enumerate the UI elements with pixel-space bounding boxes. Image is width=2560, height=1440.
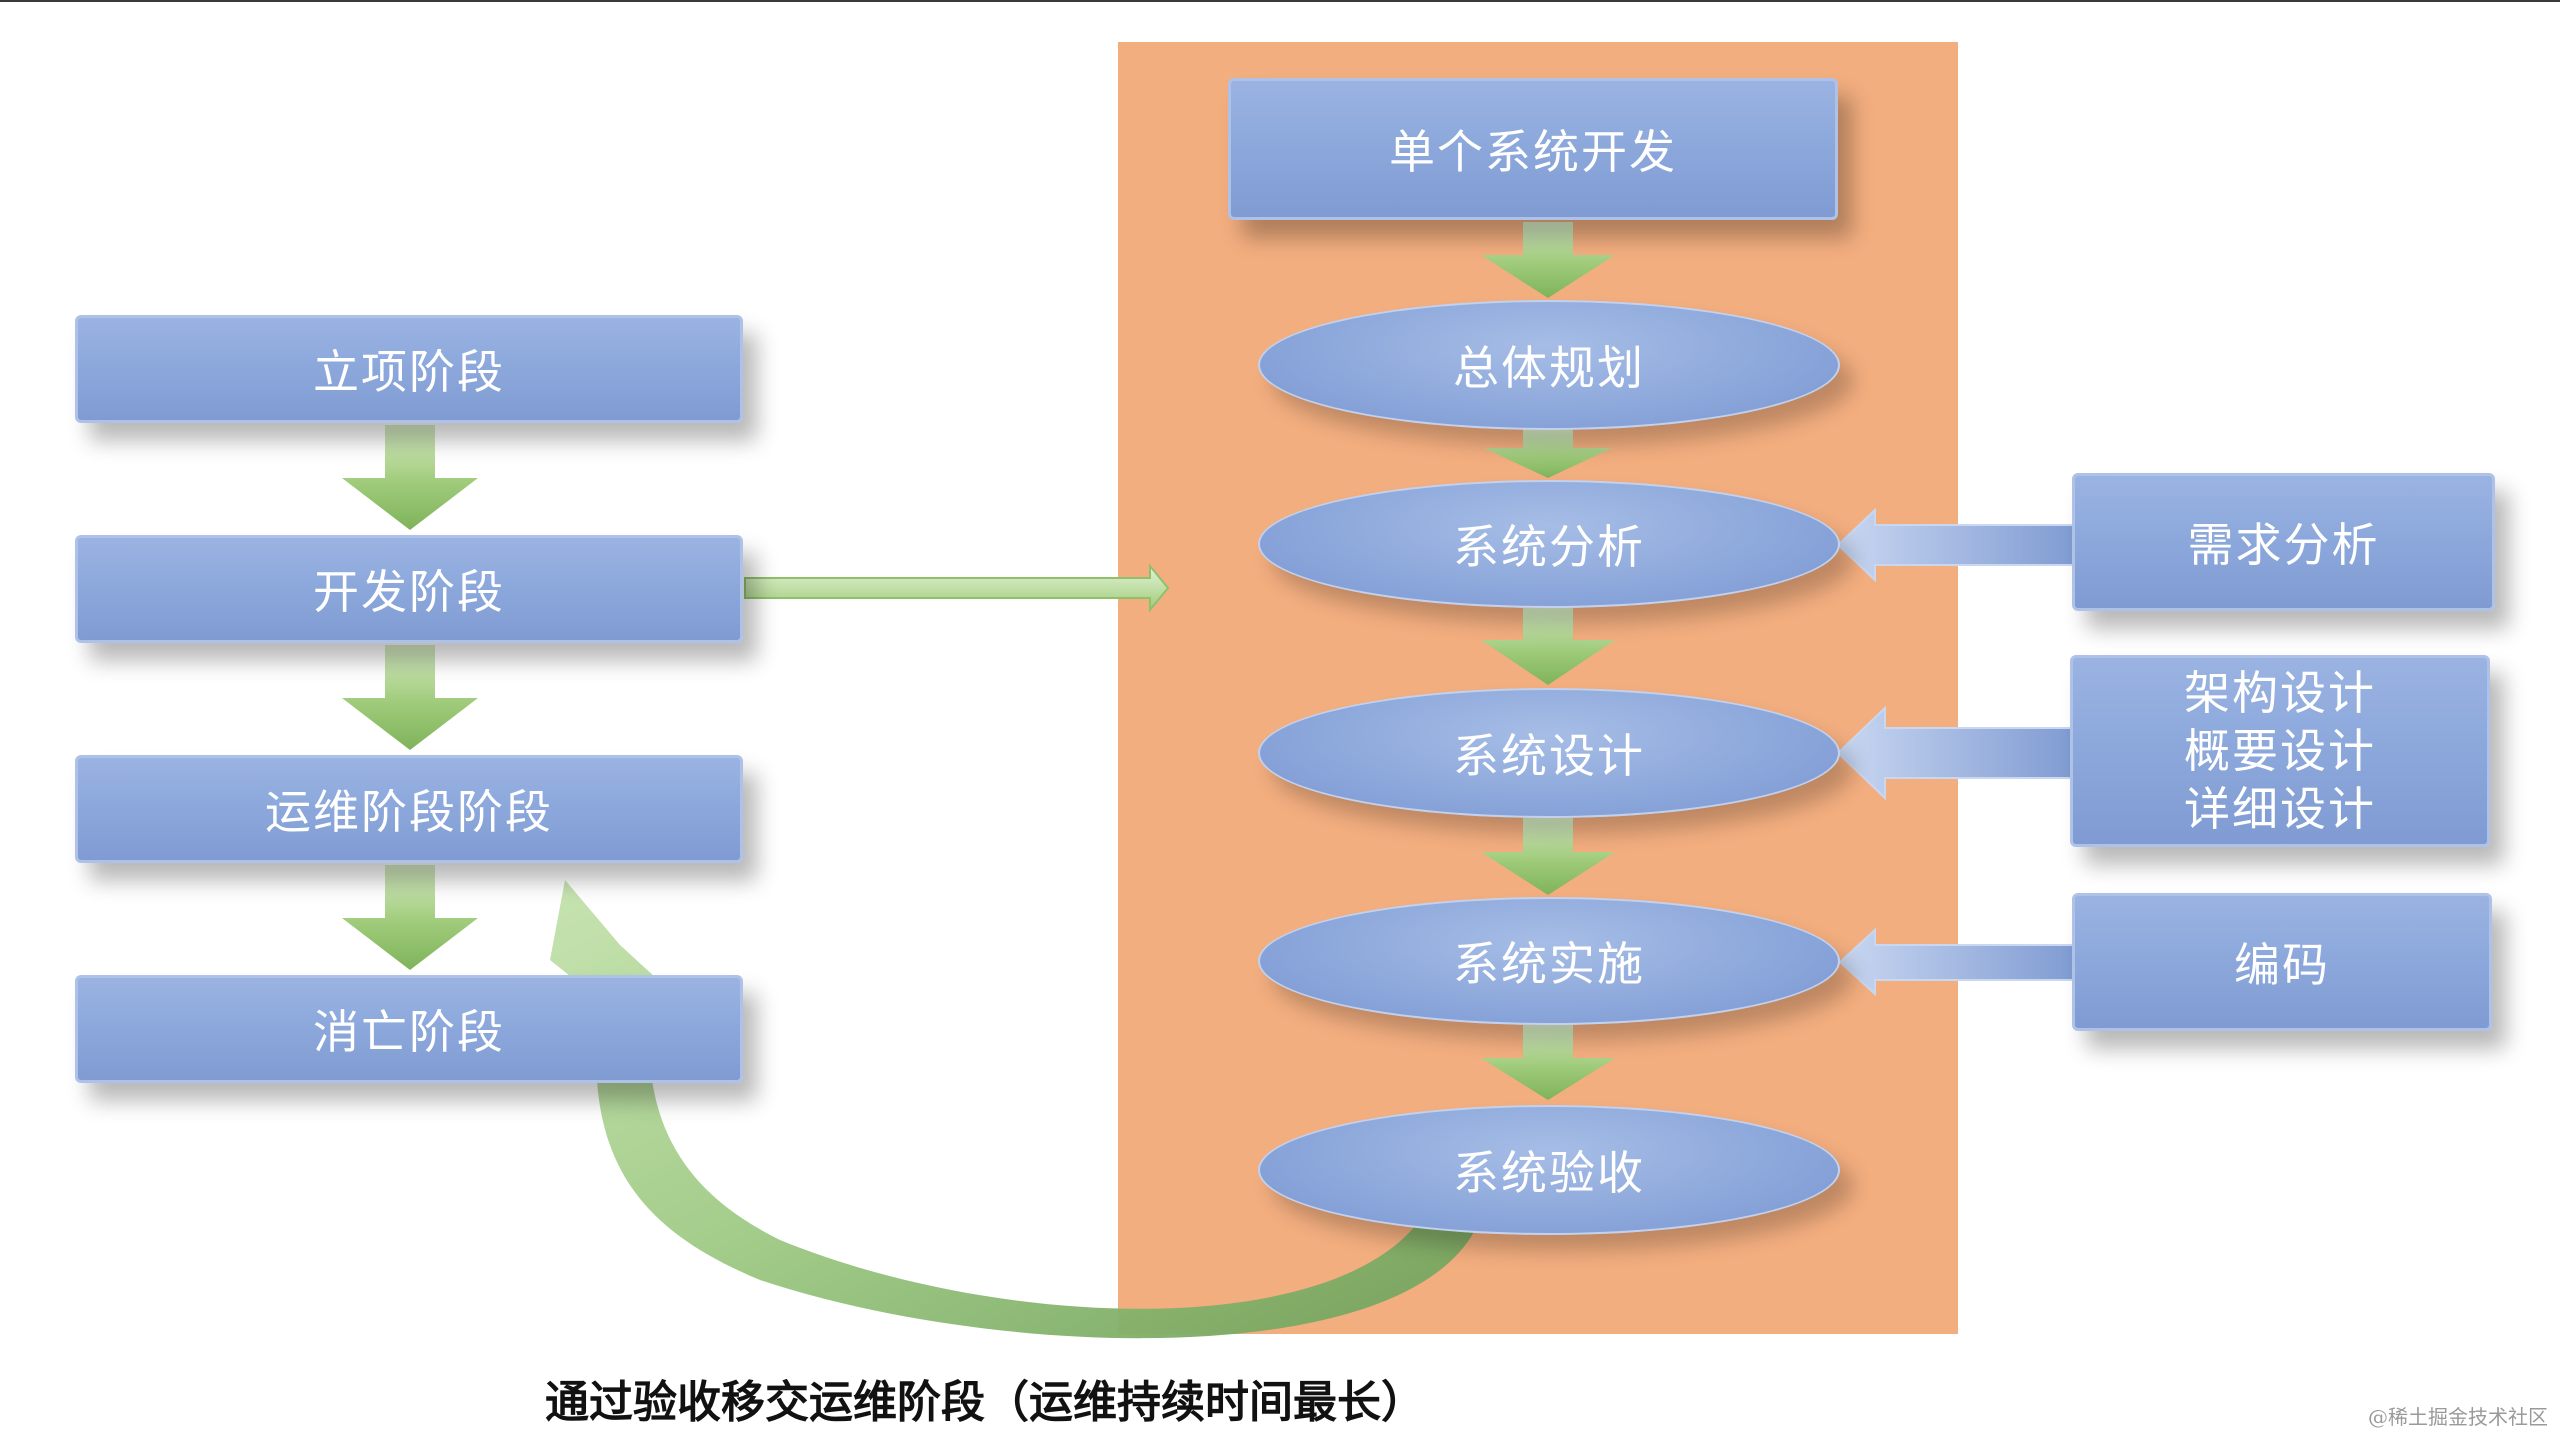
step-system-analysis: 系统分析 [1258, 480, 1840, 608]
dev-to-panel-arrow [744, 563, 1170, 613]
architecture-design-label: 架构设计 [2184, 666, 2376, 720]
step-system-acceptance-label: 系统验收 [1453, 1146, 1645, 1200]
left-down-arrow-2 [342, 645, 478, 750]
stage-development-label: 开发阶段 [313, 565, 505, 619]
detailed-design-label: 详细设计 [2184, 782, 2376, 836]
right-down-arrow-5 [1481, 1025, 1615, 1100]
step-system-implementation-label: 系统实施 [1453, 937, 1645, 991]
step-system-design: 系统设计 [1258, 688, 1840, 818]
right-down-arrow-2 [1484, 430, 1612, 478]
step-system-analysis-label: 系统分析 [1453, 520, 1645, 574]
right-down-arrow-1 [1481, 222, 1615, 298]
step-system-design-label: 系统设计 [1453, 729, 1645, 783]
stage-operation-label: 运维阶段阶段 [265, 785, 553, 839]
stage-initiation-box: 立项阶段 [75, 315, 743, 423]
top-border-line [0, 0, 2560, 2]
left-down-arrow-3 [342, 865, 478, 970]
outline-design-label: 概要设计 [2184, 724, 2376, 778]
step-overall-planning: 总体规划 [1258, 300, 1840, 430]
step-system-acceptance: 系统验收 [1258, 1105, 1840, 1235]
stage-retirement-label: 消亡阶段 [313, 1005, 505, 1059]
design-activities-box: 架构设计 概要设计 详细设计 [2070, 655, 2490, 847]
single-system-dev-label: 单个系统开发 [1389, 125, 1677, 179]
requirements-analysis-label: 需求分析 [2187, 518, 2380, 572]
handover-caption: 通过验收移交运维阶段（运维持续时间最长） [545, 1377, 1425, 1428]
left-down-arrow-1 [342, 425, 478, 530]
coding-box: 编码 [2072, 893, 2492, 1031]
stage-retirement-box: 消亡阶段 [75, 975, 743, 1083]
step-system-implementation: 系统实施 [1258, 897, 1840, 1025]
stage-development-box: 开发阶段 [75, 535, 743, 643]
stage-initiation-label: 立项阶段 [313, 345, 505, 399]
requirements-analysis-box: 需求分析 [2072, 473, 2495, 611]
requirements-arrow [1836, 507, 2079, 583]
coding-label: 编码 [2234, 938, 2330, 992]
handover-curve-arrow [550, 880, 1475, 1339]
step-overall-planning-label: 总体规划 [1453, 341, 1645, 395]
stage-operation-box: 运维阶段阶段 [75, 755, 743, 863]
design-arrow [1836, 705, 2076, 801]
right-down-arrow-4 [1481, 818, 1615, 895]
single-system-dev-box: 单个系统开发 [1228, 78, 1838, 220]
right-down-arrow-3 [1481, 608, 1615, 685]
coding-arrow [1838, 927, 2079, 997]
watermark: @稀土掘金技术社区 [2368, 1405, 2548, 1429]
